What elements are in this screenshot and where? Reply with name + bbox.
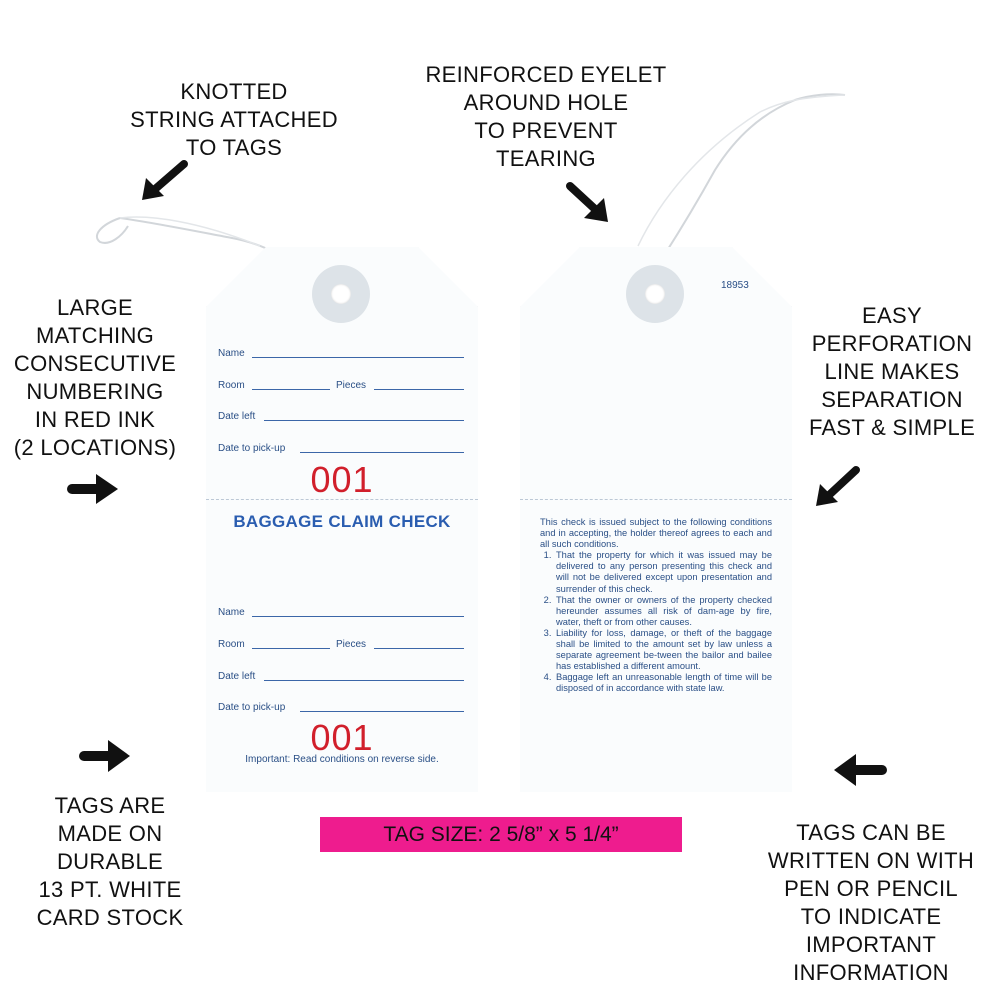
callout-reinforced-eyelet: REINFORCED EYELET AROUND HOLE TO PREVENT…: [425, 62, 667, 171]
claim-date-pickup-label: Date to pick-up: [218, 702, 286, 713]
stub-name-line[interactable]: [252, 357, 464, 358]
eyelet: [312, 265, 370, 323]
claim-name-line[interactable]: [252, 616, 464, 617]
condition-item: Liability for loss, damage, or theft of …: [554, 628, 772, 672]
claim-date-left-line[interactable]: [264, 680, 464, 681]
callout-knotted-string: KNOTTED STRING ATTACHED TO TAGS: [130, 79, 338, 160]
stub-name-label: Name: [218, 348, 245, 359]
tag-size-banner: TAG SIZE: 2 5/8” x 5 1/4”: [320, 817, 682, 852]
arrow-left-icon: [834, 754, 887, 786]
claim-pieces-label: Pieces: [336, 639, 367, 650]
callout-consecutive-numbering: LARGE MATCHING CONSECUTIVE NUMBERING IN …: [13, 295, 177, 460]
arrow-down-left-icon: [816, 466, 860, 506]
form-number: 18953: [721, 280, 749, 291]
condition-item: Baggage left an unreasonable length of t…: [554, 672, 772, 694]
perforation-line[interactable]: [206, 499, 478, 500]
front-tag: Name Room Pieces Date left Date to pick-…: [206, 247, 478, 792]
stub-date-pickup-line[interactable]: [300, 452, 464, 453]
stub-date-pickup-label: Date to pick-up: [218, 443, 286, 454]
tag-title: BAGGAGE CLAIM CHECK: [233, 512, 451, 531]
callout-perforation-line: EASY PERFORATION LINE MAKES SEPARATION F…: [808, 303, 976, 440]
condition-item: That the owner or owners of the property…: [554, 595, 772, 628]
stub-pieces-line[interactable]: [374, 389, 464, 390]
perforation-line[interactable]: [520, 499, 792, 500]
claim-date-pickup-line[interactable]: [300, 711, 464, 712]
callout-card-stock: TAGS ARE MADE ON DURABLE 13 PT. WHITE CA…: [36, 793, 184, 930]
claim-name-label: Name: [218, 607, 245, 618]
conditions-text: This check is issued subject to the foll…: [540, 517, 772, 695]
callout-writable: TAGS CAN BE WRITTEN ON WITH PEN OR PENCI…: [767, 820, 975, 985]
stub-room-line[interactable]: [252, 389, 330, 390]
condition-item: That the property for which it was issue…: [554, 550, 772, 594]
claim-pieces-line[interactable]: [374, 648, 464, 649]
claim-room-label: Room: [218, 639, 245, 650]
stub-pieces-label: Pieces: [336, 380, 367, 391]
serial-number-top: 001: [310, 459, 374, 500]
stub-date-left-line[interactable]: [264, 420, 464, 421]
arrow-right-icon: [79, 740, 130, 772]
arrow-down-left-icon: [142, 160, 188, 200]
arrow-down-right-icon: [566, 182, 608, 222]
serial-number-bottom: 001: [310, 717, 374, 758]
claim-date-left-label: Date left: [218, 671, 256, 682]
conditions-intro: This check is issued subject to the foll…: [540, 517, 772, 550]
back-tag: 18953 This check is issued subject to th…: [520, 247, 792, 792]
stub-date-left-label: Date left: [218, 411, 256, 422]
conditions-list: That the property for which it was issue…: [540, 550, 772, 694]
claim-room-line[interactable]: [252, 648, 330, 649]
important-note: Important: Read conditions on reverse si…: [245, 754, 439, 765]
arrow-right-icon: [67, 474, 118, 504]
eyelet: [626, 265, 684, 323]
stub-room-label: Room: [218, 380, 245, 391]
